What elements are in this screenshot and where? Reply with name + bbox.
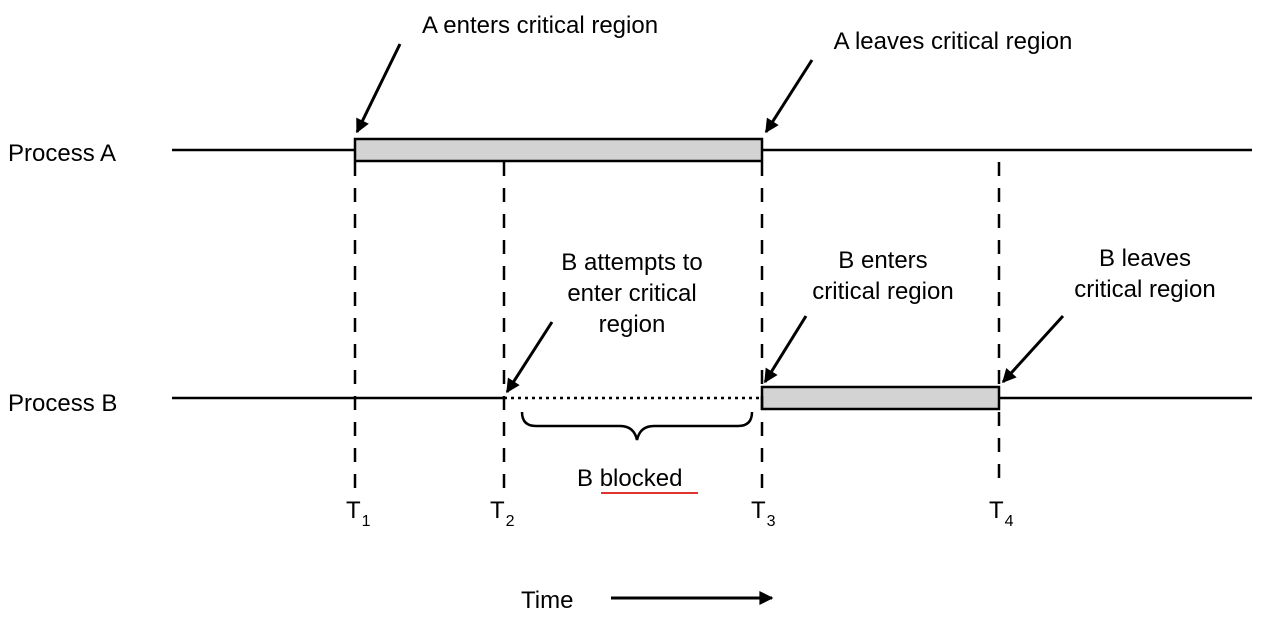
b-attempts-annotation-line-2: enter critical — [567, 280, 696, 307]
b-blocked-label: B blocked — [577, 465, 682, 492]
b-blocked-brace — [520, 411, 754, 441]
b-enters-annotation-line-1: B enters — [838, 247, 927, 274]
a-leaves-annotation: A leaves critical region — [834, 28, 1073, 55]
a-leaves-arrow — [764, 59, 814, 134]
b-blocked-word: blocked — [600, 465, 683, 492]
b-leaves-annotation-line-2: critical region — [1074, 276, 1215, 303]
process-a-label: Process A — [8, 140, 116, 167]
time-marker-labels: T1 T2 T3 T4 — [346, 497, 1014, 530]
b-enters-annotation-line-2: critical region — [812, 278, 953, 305]
b-leaves-arrow — [1001, 314, 1065, 384]
b-attempts-annotation-line-1: B attempts to — [561, 249, 702, 276]
t2-label: T2 — [490, 497, 515, 530]
process-a-timeline — [172, 137, 1252, 163]
a-enters-arrow — [355, 43, 402, 134]
b-enters-arrow — [763, 315, 808, 384]
process-b-label: Process B — [8, 390, 117, 417]
b-attempts-arrow — [505, 321, 554, 394]
a-enters-annotation: A enters critical region — [422, 12, 658, 39]
process-a-critical-region-bar — [353, 137, 764, 163]
b-leaves-annotation-line-1: B leaves — [1099, 245, 1191, 272]
t1-label: T1 — [346, 497, 371, 530]
process-b-critical-region-bar — [760, 385, 1001, 411]
process-b-timeline — [172, 385, 1252, 411]
time-axis-label: Time — [521, 587, 573, 614]
b-attempts-annotation-line-3: region — [599, 311, 666, 338]
time-marker-lines — [353, 162, 1001, 488]
t3-label: T3 — [751, 497, 776, 530]
t4-label: T4 — [989, 497, 1014, 530]
